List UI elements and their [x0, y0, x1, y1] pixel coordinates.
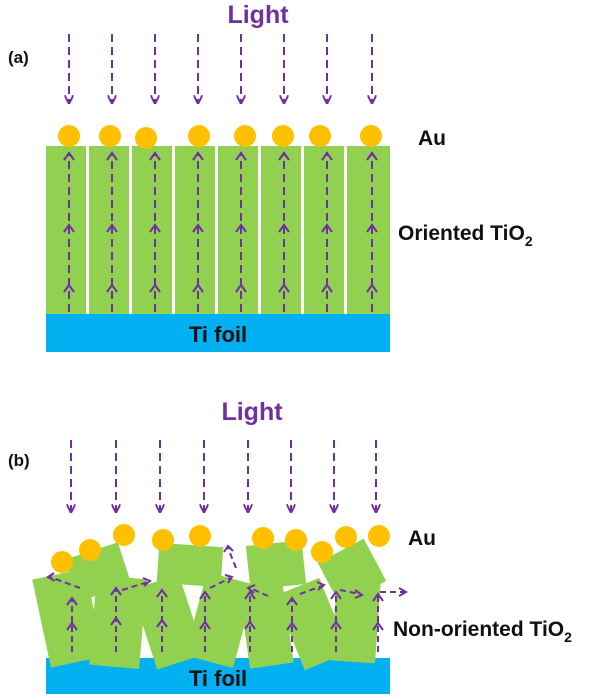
tio2-label-a: Oriented TiO2 — [398, 222, 533, 249]
au-particles-a — [58, 125, 382, 149]
au-particle — [152, 529, 174, 551]
au-particles-b — [51, 524, 390, 573]
au-particle — [360, 125, 382, 147]
scattered-arrows-b — [49, 547, 404, 652]
panel-b: Light (b) Ti foil — [8, 398, 572, 694]
tio2-block — [245, 540, 307, 590]
tio2-block — [131, 574, 205, 670]
au-particle — [113, 524, 135, 546]
tio2-block — [64, 542, 132, 602]
au-particle — [99, 125, 121, 147]
ti-foil-label-a: Ti foil — [189, 322, 247, 347]
au-particle — [252, 527, 274, 549]
au-particle — [335, 526, 357, 548]
panel-a: Light (a) Ti foil — [8, 1, 533, 352]
au-particle — [189, 525, 211, 547]
tio2-block — [317, 538, 387, 606]
au-particle — [368, 525, 390, 547]
au-particle — [58, 125, 80, 147]
au-particle — [135, 127, 157, 149]
scattered-arrowheads-b — [46, 544, 409, 631]
au-label-b: Au — [408, 527, 436, 550]
ti-foil-a — [46, 314, 390, 352]
au-particle — [285, 529, 307, 551]
light-arrows-a — [69, 34, 372, 103]
light-label-a: Light — [227, 1, 289, 29]
light-label-b: Light — [221, 398, 283, 426]
au-particle — [311, 541, 333, 563]
tio2-label-b: Non-oriented TiO2 — [393, 618, 572, 645]
light-arrows-b — [71, 440, 376, 512]
tio2-blocks-b — [32, 538, 387, 671]
au-particle — [51, 551, 73, 573]
au-particle — [234, 125, 256, 147]
panel-label-a: (a) — [8, 48, 29, 67]
ti-foil-label-b: Ti foil — [189, 666, 247, 691]
tio2-columns-a — [46, 146, 390, 314]
au-particle — [272, 125, 294, 147]
upward-arrowheads-a — [63, 151, 378, 293]
au-particle — [188, 125, 210, 147]
tio2-block — [156, 542, 224, 588]
panel-label-b: (b) — [8, 451, 30, 470]
au-particle — [309, 125, 331, 147]
au-label-a: Au — [418, 127, 446, 150]
au-particle — [79, 539, 101, 561]
